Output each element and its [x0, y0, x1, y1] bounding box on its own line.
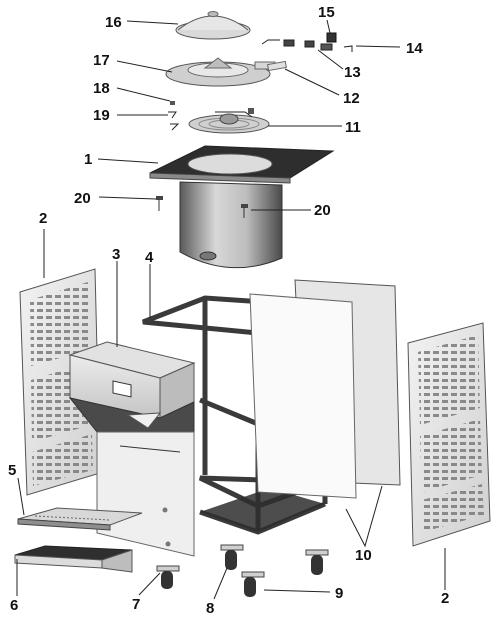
callout-13: 13 [344, 64, 361, 81]
callout-14: 14 [406, 40, 423, 57]
callout-19: 19 [93, 107, 110, 124]
callout-18: 18 [93, 80, 110, 97]
callout-5: 5 [8, 462, 16, 479]
callout-20-right: 20 [314, 202, 331, 219]
callout-12: 12 [343, 90, 360, 107]
part-19-clip [168, 111, 180, 131]
callout-9: 9 [335, 585, 343, 602]
callout-15: 15 [318, 4, 335, 21]
callout-20-left: 20 [74, 190, 91, 207]
part-20-screw-left [156, 196, 163, 211]
part-1-drum [179, 181, 283, 269]
part-20-screw-right [241, 204, 248, 218]
part-7-caster [156, 565, 180, 589]
part-1-top-plate [149, 145, 335, 184]
callout-16: 16 [105, 14, 122, 31]
part-18-screw [170, 101, 175, 105]
callout-11: 11 [345, 119, 361, 136]
part-10-rear-panels [249, 279, 401, 499]
part-3-front-console [68, 341, 196, 557]
callout-6: 6 [10, 597, 18, 614]
callout-3: 3 [112, 246, 120, 263]
callout-10: 10 [355, 547, 372, 564]
part-2-side-panel-right [407, 322, 491, 547]
callout-1: 1 [84, 151, 92, 168]
part-2-side-panel-left [19, 268, 101, 496]
part-8-caster [220, 544, 244, 570]
callout-2-right: 2 [441, 590, 449, 607]
part-6-base-tray [14, 545, 133, 573]
part-17-lid-ring [165, 57, 276, 87]
part-5-drip-tray [17, 507, 143, 531]
part-11-impeller [188, 108, 270, 134]
part-9-caster [241, 571, 265, 597]
callout-labels: 16 15 14 13 17 18 12 19 11 1 20 20 2 3 4… [8, 4, 449, 617]
part-12-plate [267, 60, 287, 72]
callout-2-left: 2 [39, 210, 47, 227]
part-16-top-cap [175, 11, 251, 40]
callout-17: 17 [93, 52, 110, 69]
callout-4: 4 [145, 249, 154, 266]
part-13-14-15-fittings [261, 32, 353, 52]
leader-lines [16, 19, 446, 600]
callout-7: 7 [132, 596, 140, 613]
callout-8: 8 [206, 600, 214, 617]
caster-rear [305, 549, 329, 575]
part-4-frame-base [200, 488, 325, 532]
